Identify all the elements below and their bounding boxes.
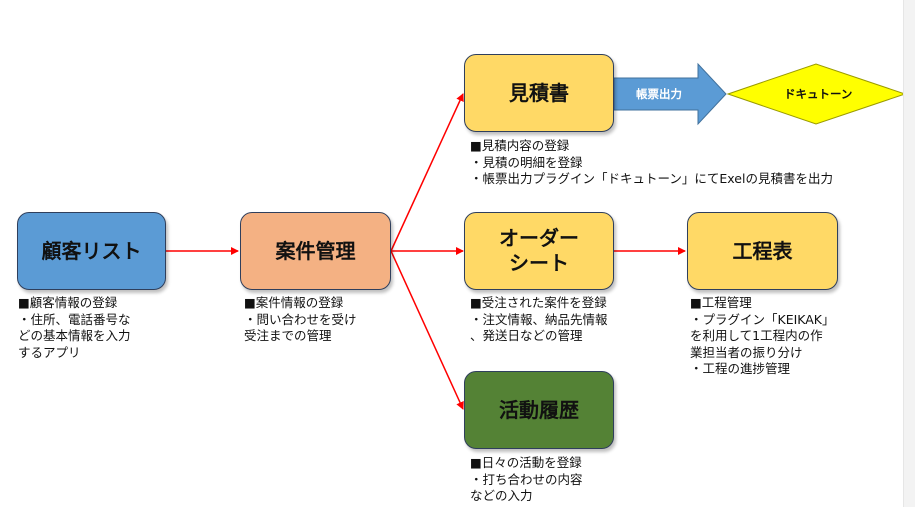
- output-arrow-label: 帳票出力: [636, 87, 682, 101]
- output-arrow-shape: [613, 62, 727, 126]
- node-process-table[interactable]: 工程表: [687, 212, 838, 290]
- note-order-sheet: ■受注された案件を登録 ・注文情報、納品先情報 、発送日などの管理: [470, 295, 608, 343]
- note-case-management: ■案件情報の登録 ・問い合わせを受け 受注までの管理: [244, 295, 357, 343]
- node-order-sheet-line1: オーダー: [499, 226, 579, 250]
- node-activity-history[interactable]: 活動履歴: [464, 371, 614, 449]
- node-estimate[interactable]: 見積書: [464, 54, 614, 132]
- note-estimate: ■見積内容の登録 ・見積の明細を登録 ・帳票出力プラグイン「ドキュトーン」にてE…: [470, 138, 833, 186]
- arrow-case-to-estimate: [390, 93, 464, 252]
- note-process-table: ■工程管理 ・プラグイン「KEIKAK」 を利用して1工程内の作 業担当者の振り…: [690, 295, 835, 376]
- node-order-sheet-line2: シート: [509, 251, 569, 275]
- node-case-management[interactable]: 案件管理: [240, 212, 391, 290]
- note-activity-history: ■日々の活動を登録 ・打ち合わせの内容 などの入力: [470, 455, 583, 503]
- doc-tool-label: ドキュトーン: [784, 87, 853, 101]
- vertical-scrollbar[interactable]: [903, 0, 915, 507]
- note-customer-list: ■顧客情報の登録 ・住所、電話番号な どの基本情報を入力 するアプリ: [18, 295, 131, 360]
- node-customer-list[interactable]: 顧客リスト: [17, 212, 166, 290]
- arrow-case-to-activity: [390, 250, 464, 410]
- node-order-sheet[interactable]: オーダー シート: [464, 212, 614, 290]
